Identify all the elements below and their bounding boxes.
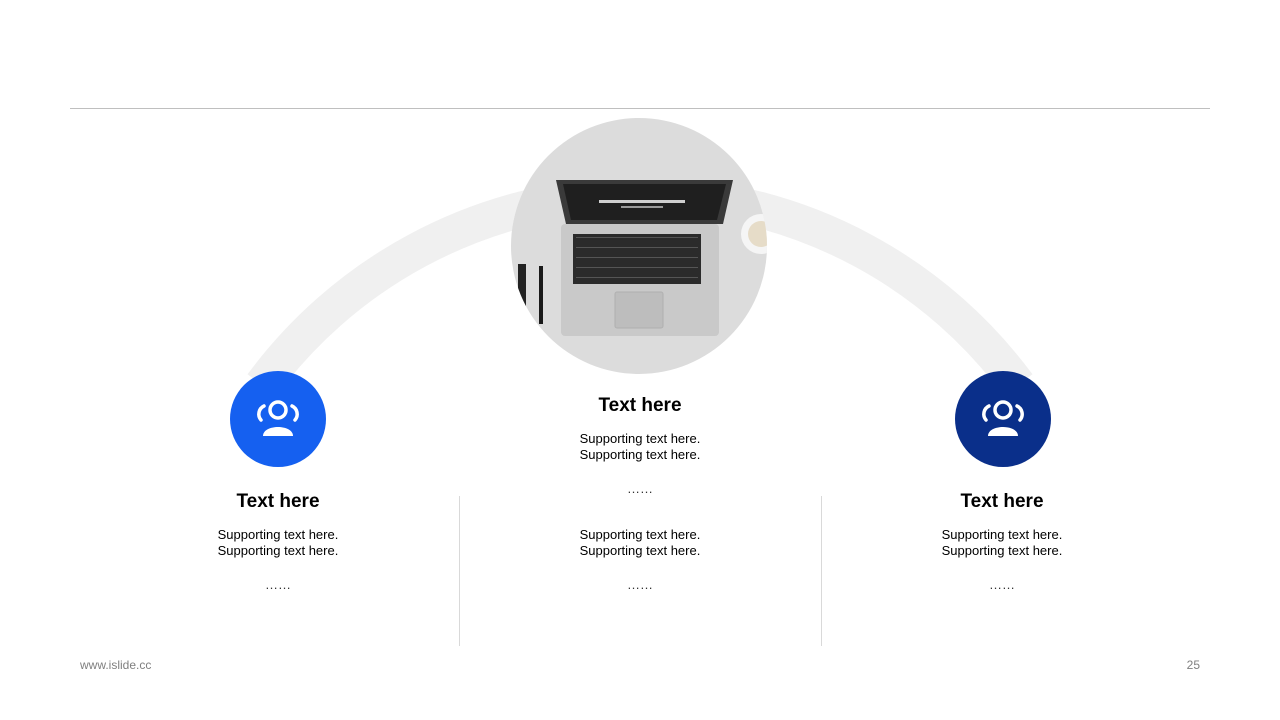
right-title: Text here xyxy=(960,491,1044,512)
top-divider xyxy=(70,108,1210,109)
user-group-icon xyxy=(257,400,299,436)
center-line-4: Supporting text here. xyxy=(579,543,701,558)
right-user-group-icon xyxy=(955,371,1051,467)
right-supporting-text: Supporting text here. Supporting text he… xyxy=(872,527,1132,559)
center-ellipsis-1: …… xyxy=(627,481,653,496)
laptop-photo xyxy=(511,118,767,374)
center-line-2: Supporting text here. xyxy=(579,447,701,462)
user-group-icon xyxy=(982,400,1024,436)
center-supporting-text-2: Supporting text here. Supporting text he… xyxy=(510,527,770,559)
center-supporting-text-1: Supporting text here. Supporting text he… xyxy=(510,431,770,463)
center-ellipsis-2: …… xyxy=(627,577,653,592)
column-divider-left xyxy=(459,496,460,646)
left-user-group-icon xyxy=(230,371,326,467)
right-ellipsis: …… xyxy=(989,577,1015,592)
center-title: Text here xyxy=(598,395,682,416)
left-supporting-text: Supporting text here. Supporting text he… xyxy=(148,527,408,559)
left-line-1: Supporting text here. xyxy=(217,527,339,542)
page-number: 25 xyxy=(1186,658,1200,672)
column-divider-right xyxy=(821,496,822,646)
right-line-2: Supporting text here. xyxy=(941,543,1063,558)
center-line-3: Supporting text here. xyxy=(579,527,701,542)
left-title: Text here xyxy=(236,491,320,512)
center-line-1: Supporting text here. xyxy=(579,431,701,446)
left-line-2: Supporting text here. xyxy=(217,543,339,558)
footer-website: www.islide.cc xyxy=(80,658,152,672)
right-line-1: Supporting text here. xyxy=(941,527,1063,542)
left-ellipsis: …… xyxy=(265,577,291,592)
